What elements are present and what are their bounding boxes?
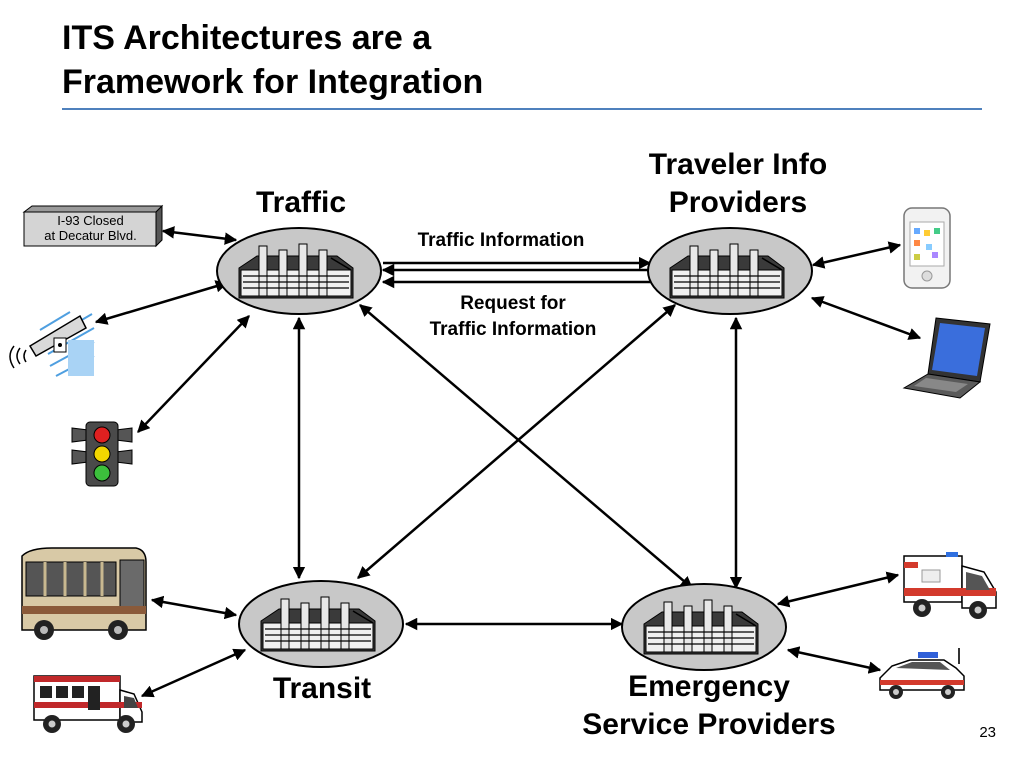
emergency-center-node <box>621 583 787 671</box>
request-label-line-2: Traffic Information <box>429 319 597 340</box>
traffic-label: Traffic <box>255 186 347 219</box>
title-line-2: Framework for Integration <box>62 63 484 101</box>
traffic-information-label: Traffic Information <box>417 230 585 251</box>
arrow-shuttle-transit <box>140 648 247 698</box>
shuttle-van-icon <box>33 675 143 733</box>
arrow-emergency-police <box>786 646 882 674</box>
arrow-traveler-phone <box>811 241 902 269</box>
traveler-info-label-line-2: Providers <box>668 186 808 219</box>
connector-arrows <box>94 226 922 698</box>
emergency-label-line-2: Service Providers <box>582 708 836 741</box>
arrow-traveler-transit <box>357 304 676 579</box>
ambulance-icon <box>903 552 997 619</box>
message-sign-icon <box>22 204 164 248</box>
arrow-traffic-emergency <box>359 304 693 589</box>
arrow-detector-traffic <box>94 280 229 325</box>
traffic-detector-icon <box>9 311 95 377</box>
emergency-label-line-1: Emergency <box>628 670 790 703</box>
laptop-icon <box>902 317 991 399</box>
title-line-1: ITS Architectures are a <box>62 19 432 57</box>
transit-center-node <box>238 580 404 668</box>
bus-icon <box>21 547 147 640</box>
sign-line-1: I-93 Closed <box>57 213 124 228</box>
slide-title: ITS Architectures are a Framework for In… <box>62 16 483 104</box>
title-divider <box>62 108 982 110</box>
police-car-icon <box>879 648 965 699</box>
sign-line-2: at Decatur Blvd. <box>44 228 137 243</box>
message-sign-text: I-93 Closed at Decatur Blvd. <box>27 213 154 243</box>
request-label-line-1: Request for <box>460 293 566 314</box>
traffic-signal-icon <box>71 421 133 487</box>
arrow-signal-traffic <box>137 315 250 433</box>
arrow-bus-transit <box>150 595 238 620</box>
traveler-info-center-node <box>647 227 813 315</box>
emergency-label: Emergency Service Providers <box>556 668 862 744</box>
page-number: 23 <box>979 724 996 741</box>
traveler-info-label: Traveler Info Providers <box>618 146 858 222</box>
transit-label: Transit <box>272 672 372 705</box>
arrow-emergency-ambulance <box>776 571 900 608</box>
request-traffic-information-label: Request for Traffic Information <box>402 291 624 343</box>
arrow-sign-traffic <box>161 226 238 245</box>
traveler-info-label-line-1: Traveler Info <box>648 148 828 181</box>
traffic-center-node <box>216 227 382 315</box>
mobile-phone-icon <box>903 207 951 289</box>
arrow-traveler-laptop <box>810 296 922 340</box>
